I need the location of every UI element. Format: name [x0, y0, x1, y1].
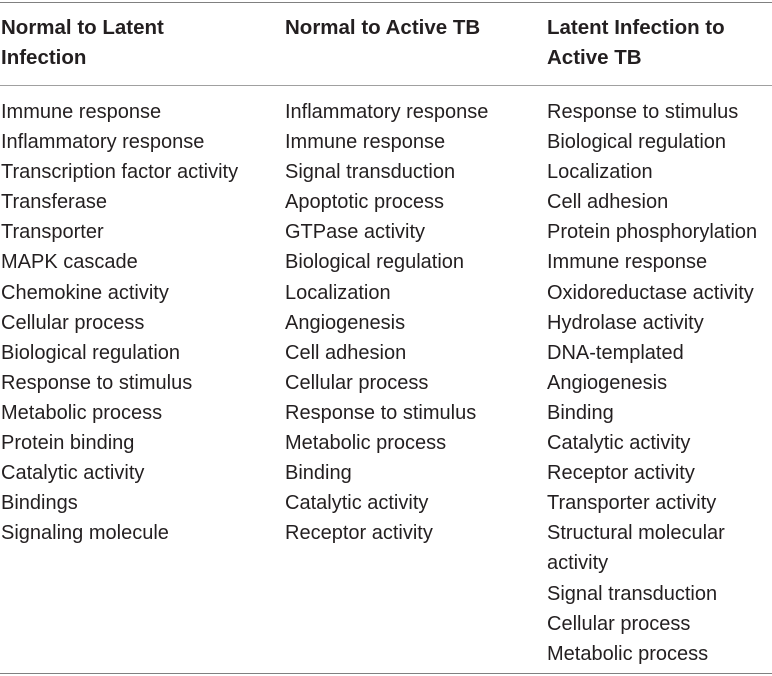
table-cell: Protein phosphorylation	[547, 221, 758, 244]
table-cell: Transferase	[1, 191, 107, 214]
table-cell: Biological regulation	[547, 131, 727, 154]
table-cell: Inflammatory response	[285, 101, 489, 123]
table-cell: Apoptotic process	[285, 191, 444, 214]
table-cell: Oxidoreductase activity	[547, 281, 754, 304]
column-header-normal-to-latent: Normal to Latent Infection	[1, 16, 164, 69]
table-top-rule	[0, 2, 772, 3]
table-cell: Structural molecular activity	[547, 522, 725, 575]
table-cell: Angiogenesis	[285, 311, 406, 334]
table-cell: Signal transduction	[285, 161, 456, 184]
table-cell: Response to stimulus	[285, 401, 477, 424]
table-cell: Localization	[285, 281, 391, 304]
table-cell: MAPK cascade	[1, 251, 138, 274]
table-cell: Signal transduction	[547, 582, 718, 605]
table-cell: Catalytic activity	[285, 492, 429, 515]
table-cell: Response to stimulus	[1, 371, 193, 394]
table-cell: Catalytic activity	[1, 462, 145, 485]
table-cell: Cellular process	[547, 612, 691, 635]
header-divider-rule	[0, 85, 772, 86]
table-cell: Transporter	[1, 221, 104, 244]
table-cell: Binding	[285, 462, 352, 485]
table-cell: Metabolic process	[547, 642, 709, 665]
table-cell: Cellular process	[1, 311, 145, 334]
table-cell: Cell adhesion	[547, 191, 669, 214]
table-cell: Metabolic process	[285, 432, 447, 455]
table-cell: Hydrolase activity	[547, 311, 704, 334]
table-cell: Binding	[547, 401, 614, 424]
table-cell: Inflammatory response	[1, 131, 205, 154]
table-cell: Biological regulation	[285, 251, 465, 274]
table-cell: GTPase activity	[285, 221, 426, 244]
table-cell: Immune response	[285, 131, 446, 154]
table-cell: Cell adhesion	[285, 341, 407, 364]
table-cell: Localization	[547, 161, 653, 184]
table-cell: Receptor activity	[547, 462, 695, 485]
table-cell: DNA-templated	[547, 341, 684, 364]
table-cell: Catalytic activity	[547, 432, 691, 455]
table-cell: Immune response	[1, 101, 162, 123]
table-cell: Protein binding	[1, 432, 135, 455]
table-cell: Transporter activity	[547, 492, 717, 515]
table-cell: Transcription factor activity	[1, 161, 239, 184]
table-cell: Immune response	[547, 251, 708, 274]
table-cell: Biological regulation	[1, 341, 181, 364]
table-cell: Bindings	[1, 492, 78, 515]
table-cell: Angiogenesis	[547, 371, 668, 394]
table-cell: Chemokine activity	[1, 281, 169, 304]
table-cell: Receptor activity	[285, 522, 433, 545]
column-header-latent-to-active: Latent Infection to Active TB	[547, 16, 725, 69]
table-cell: Cellular process	[285, 371, 429, 394]
table-cell: Signaling molecule	[1, 522, 169, 545]
column-header-normal-to-active: Normal to Active TB	[285, 16, 481, 39]
table-cell: Metabolic process	[1, 401, 163, 424]
table-bottom-rule	[0, 673, 772, 674]
table-cell: Response to stimulus	[547, 101, 739, 123]
